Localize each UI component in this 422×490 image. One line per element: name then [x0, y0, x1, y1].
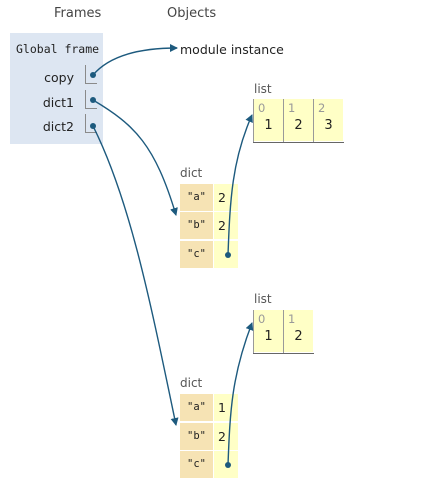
objects-header: Objects	[167, 6, 217, 21]
frames-header: Frames	[54, 6, 102, 21]
dict2-value-b: 2	[214, 423, 238, 450]
list1-index-2: 2	[318, 101, 326, 115]
list1-left-border	[253, 99, 254, 142]
pointer-dict1-to-dict	[92, 99, 178, 216]
dict1-value-b: 2	[214, 212, 238, 239]
list2-cell-0: 0 1	[254, 310, 283, 352]
var-name-dict1: dict1	[42, 95, 74, 110]
dict2-key-a: "a"	[180, 394, 213, 421]
var-name-copy: copy	[44, 70, 74, 85]
pointer-dot-dict2-c	[225, 462, 231, 468]
list1-value-1: 2	[294, 118, 303, 133]
list2-index-0: 0	[258, 312, 266, 326]
pointer-dict2-to-dict	[92, 125, 179, 426]
list1-separator	[313, 99, 314, 142]
global-frame: Global frame copy dict1 dict2	[10, 33, 103, 144]
dict1-value-a: 2	[214, 184, 238, 211]
module-instance-label: module instance	[180, 42, 284, 57]
pointer-dict2-c-to-list	[227, 322, 254, 466]
dict2-key-c: "c"	[180, 451, 213, 478]
list1-bottom-border	[253, 142, 344, 143]
pointer-dot-copy	[90, 72, 96, 78]
pointer-dict1-c-to-list	[227, 114, 253, 256]
list1-cell-2: 2 3	[314, 99, 343, 141]
list1-value-0: 1	[264, 118, 273, 133]
global-frame-title: Global frame	[16, 42, 100, 56]
list1-cell-1: 1 2	[284, 99, 313, 141]
list1-index-1: 1	[288, 101, 296, 115]
pointer-copy-to-module	[92, 44, 178, 76]
var-slot-dict2	[85, 114, 97, 133]
list2-value-0: 1	[264, 329, 273, 344]
list1-index-0: 0	[258, 101, 266, 115]
var-slot-copy	[85, 65, 97, 84]
list2-index-1: 1	[288, 312, 296, 326]
list1-type-label: list	[254, 82, 272, 96]
list1-value-2: 3	[324, 118, 333, 133]
dict2-value-a: 1	[214, 394, 238, 421]
var-slot-dict1	[85, 90, 97, 109]
dict1-key-c: "c"	[180, 241, 213, 268]
list2-bottom-border	[253, 353, 314, 354]
list1-cell-0: 0 1	[254, 99, 283, 141]
list2-separator	[283, 310, 284, 353]
dict2-key-b: "b"	[180, 423, 213, 450]
pointer-dot-dict1-c	[225, 252, 231, 258]
list2-type-label: list	[254, 292, 272, 306]
list2-left-border	[253, 310, 254, 353]
dict1-type-label: dict	[180, 166, 203, 180]
pointer-dot-dict2	[90, 123, 96, 129]
list1-separator	[283, 99, 284, 142]
dict1-key-a: "a"	[180, 184, 213, 211]
dict1-key-b: "b"	[180, 212, 213, 239]
list2-value-1: 2	[294, 329, 303, 344]
list2-cell-1: 1 2	[284, 310, 313, 352]
var-name-dict2: dict2	[42, 119, 74, 134]
pointer-dot-dict1	[90, 97, 96, 103]
dict2-type-label: dict	[180, 376, 203, 390]
